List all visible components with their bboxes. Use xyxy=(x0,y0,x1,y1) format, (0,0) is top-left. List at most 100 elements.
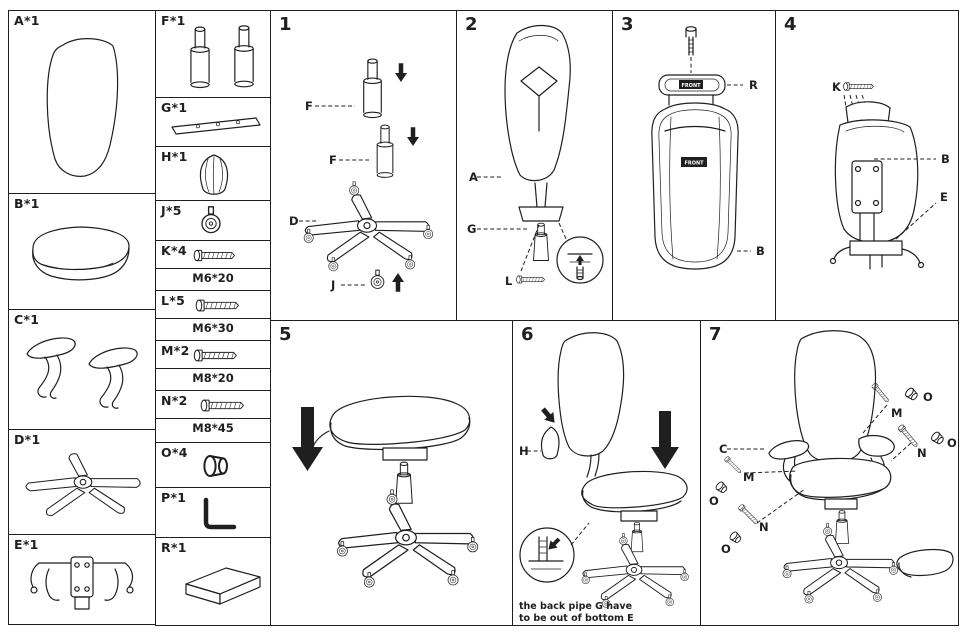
step-cell-7: 7 C M xyxy=(700,320,959,626)
callout-h: H xyxy=(519,444,529,458)
callout-o-right: O xyxy=(947,436,957,450)
callout-l: L xyxy=(505,274,513,288)
part-cell-lumbar-pad: R*1 xyxy=(155,537,271,626)
part-armpad-drawing xyxy=(199,154,229,195)
big-down-arrow-icon xyxy=(651,411,679,469)
part-cell-base: D*1 xyxy=(8,429,156,535)
step-cell-3: 3 FRONT R FRON xyxy=(612,10,776,321)
arrow-up-icon xyxy=(576,255,584,265)
part-size-m: M8*20 xyxy=(192,371,234,385)
armrest-pad-insert xyxy=(540,407,560,460)
part-size-cell-l: M6*30 xyxy=(155,318,271,341)
step-cell-2: 2 A G L xyxy=(456,10,613,321)
part-size-n: M8*45 xyxy=(192,421,234,435)
part-label-k: K*4 xyxy=(161,243,187,258)
part-size-k: M6*20 xyxy=(192,271,234,285)
part-mechanism-drawing xyxy=(30,556,134,610)
magnifier-detail xyxy=(519,522,590,583)
callout-a: A xyxy=(469,170,478,184)
chair-back-rear xyxy=(834,101,919,244)
step-number-3: 3 xyxy=(621,14,634,35)
screw-icon xyxy=(516,275,545,284)
step-number-5: 5 xyxy=(279,324,292,345)
seat-on-mechanism xyxy=(308,395,471,504)
base-with-casters xyxy=(337,490,477,587)
backrest-front xyxy=(504,24,571,182)
part-cell-backrest: A*1 xyxy=(8,10,156,194)
screw-icon xyxy=(843,82,874,91)
callout-m-right: M xyxy=(891,406,902,420)
part-screw-n-drawing xyxy=(200,399,245,412)
callout-f-bottom: F xyxy=(329,153,337,167)
step-cell-4: 4 K B E xyxy=(775,10,959,321)
callout-k: K xyxy=(832,80,842,94)
part-cell-screw-m: M*2 xyxy=(155,340,271,369)
step3-drawing: FRONT R FRONT B xyxy=(651,26,765,270)
part-label-a: A*1 xyxy=(14,13,40,28)
step-cell-5: 5 xyxy=(270,320,513,626)
part-lumbar-pad-drawing xyxy=(185,567,261,605)
gas-lift-top: F xyxy=(305,58,407,119)
part-label-c: C*1 xyxy=(14,312,40,327)
cap-o-top-right xyxy=(903,386,920,403)
part-label-b: B*1 xyxy=(14,196,40,211)
front-tag-main: FRONT xyxy=(684,161,704,167)
part-label-r: R*1 xyxy=(161,540,187,555)
part-label-m: M*2 xyxy=(161,343,190,358)
part-cell-armpad: H*1 xyxy=(155,146,271,201)
callout-f-top: F xyxy=(305,99,313,113)
step5-drawing xyxy=(292,395,512,625)
note-line-2: to be out of bottom E xyxy=(519,613,634,624)
callout-n-right: N xyxy=(917,446,927,460)
step-number-2: 2 xyxy=(465,14,478,35)
part-allen-key-drawing xyxy=(203,497,237,530)
vertical-screw xyxy=(685,26,697,73)
step7-drawing: C M O N O M xyxy=(709,330,957,625)
part-label-e: E*1 xyxy=(14,537,39,552)
armrest-right xyxy=(88,347,138,409)
callout-r: R xyxy=(749,78,758,92)
part-label-p: P*1 xyxy=(161,490,187,505)
part-cell-caster: J*5 xyxy=(155,200,271,241)
part-cell-armrests: C*1 xyxy=(8,309,156,430)
callout-e: E xyxy=(940,190,948,204)
front-tag-top: FRONT xyxy=(681,83,701,89)
part-cell-screw-n: N*2 xyxy=(155,390,271,419)
callout-o-top-right: O xyxy=(923,390,933,404)
part-caster-drawing xyxy=(201,206,221,234)
part-cell-bar: G*1 xyxy=(155,97,271,147)
magnifier-detail xyxy=(556,236,604,284)
part-size-cell-n: M8*45 xyxy=(155,418,271,443)
part-base-drawing xyxy=(25,453,141,517)
step4-drawing: K B E xyxy=(829,80,950,270)
part-screw-m-drawing xyxy=(193,349,237,362)
part-label-g: G*1 xyxy=(161,100,188,115)
part-size-cell-m: M8*20 xyxy=(155,368,271,391)
callout-o-left: O xyxy=(709,494,719,508)
step2-drawing: A G L xyxy=(467,24,604,288)
part-label-d: D*1 xyxy=(14,432,41,447)
step-number-7: 7 xyxy=(709,324,722,345)
gas-lift-bottom: F xyxy=(329,124,419,178)
part-backrest-drawing xyxy=(46,38,119,177)
step-number-1: 1 xyxy=(279,14,292,35)
part-cell-seat: B*1 xyxy=(8,193,156,310)
step-cell-6: 6 H xyxy=(512,320,701,626)
part-armrests-drawing xyxy=(26,337,138,409)
part-cell-allen-key: P*1 xyxy=(155,487,271,538)
cap-o-right xyxy=(929,430,946,447)
headrest-bracket: FRONT xyxy=(658,74,726,106)
arrow-down-icon xyxy=(395,63,407,82)
step-cell-1: 1 F F D J xyxy=(270,10,457,321)
callout-g: G xyxy=(467,222,476,236)
part-gaslift-drawing xyxy=(190,25,254,89)
part-label-l: L*5 xyxy=(161,293,186,308)
screw-m-left xyxy=(723,455,743,475)
step1-drawing: F F D J xyxy=(289,58,456,292)
part-cell-screw-l: L*5 xyxy=(155,290,271,319)
part-cell-cap: O*4 xyxy=(155,442,271,488)
part-screw-l-drawing xyxy=(195,299,239,312)
step-number-4: 4 xyxy=(784,14,797,35)
back-pipe-and-plate xyxy=(518,182,564,261)
armrest-left xyxy=(26,337,76,399)
